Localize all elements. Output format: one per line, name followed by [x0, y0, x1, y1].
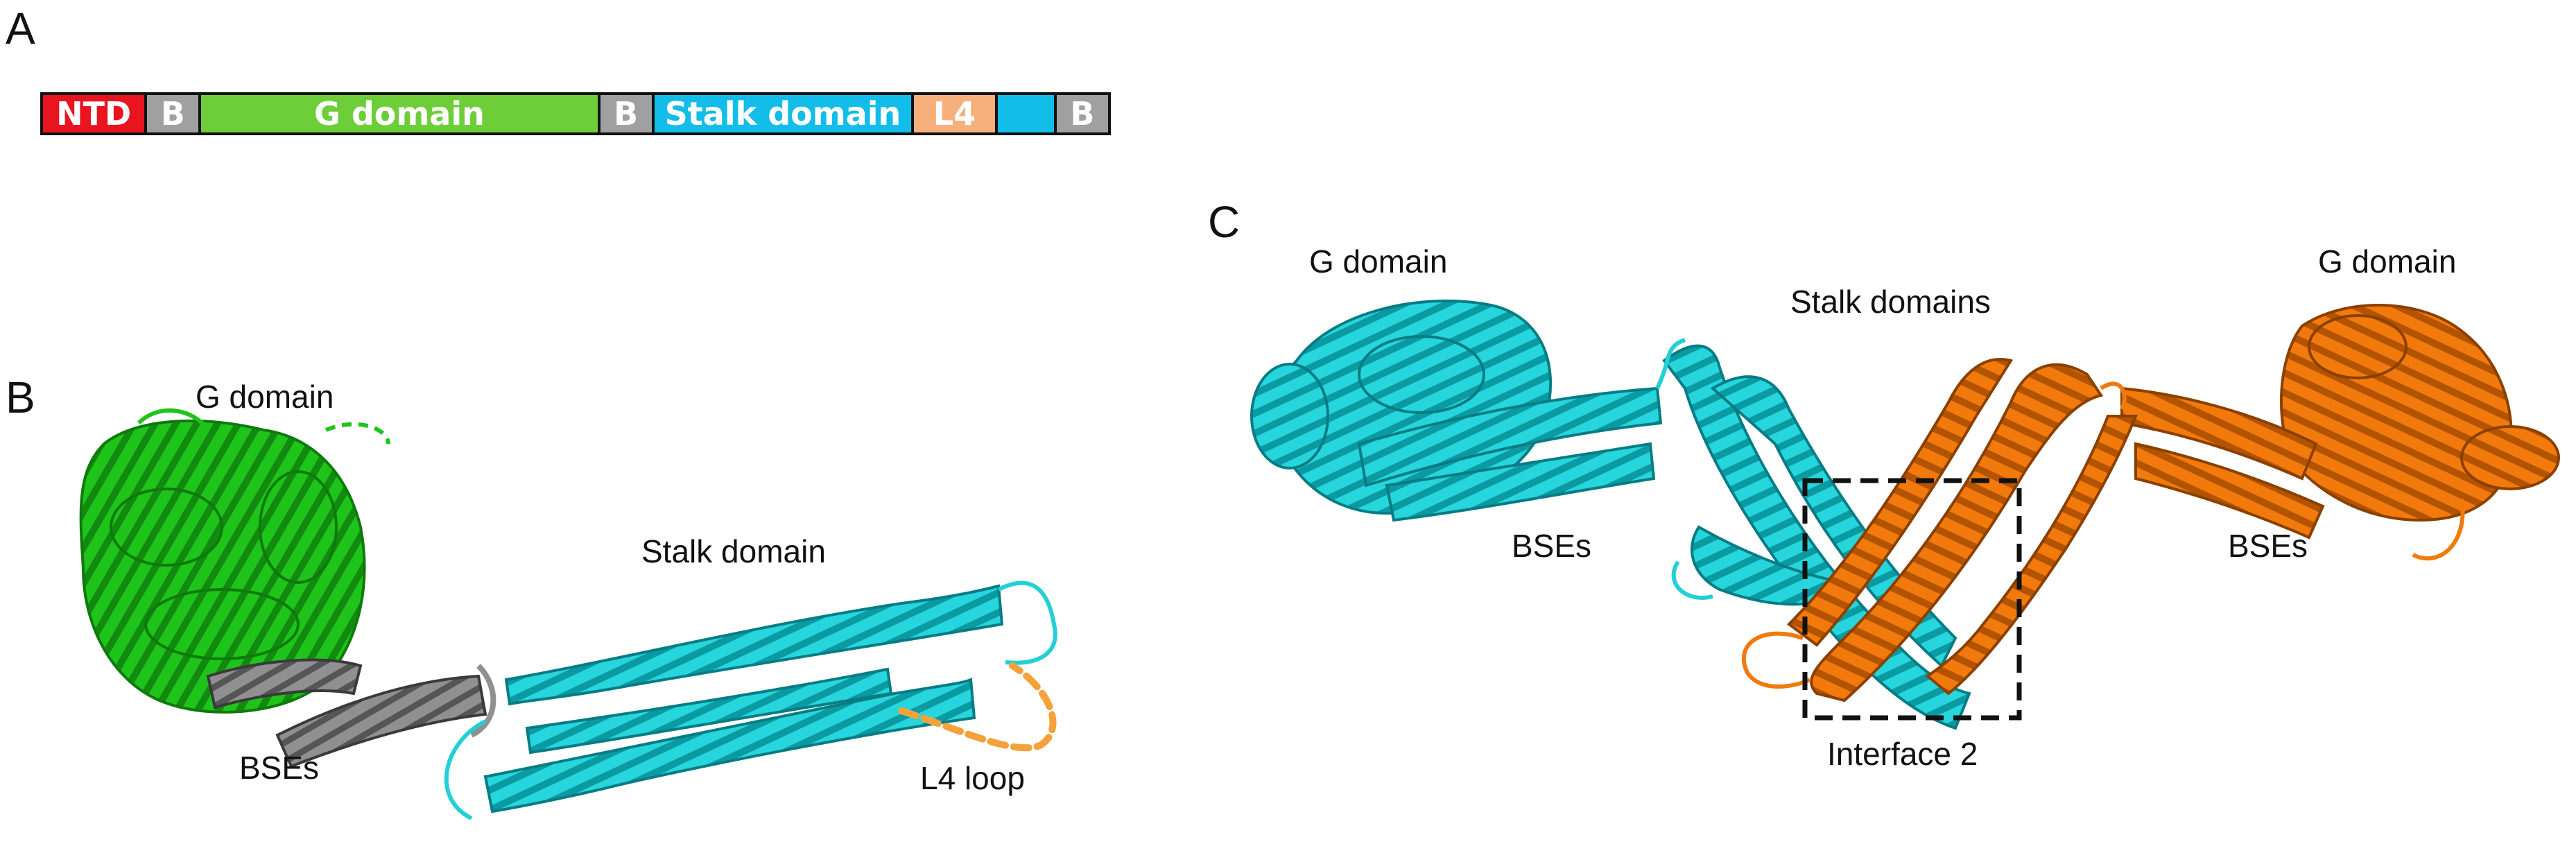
domain-segment-unlabeled-6	[997, 95, 1057, 132]
panel-c-right-g-domain-structure	[2120, 304, 2560, 561]
panel-letter-a: A	[6, 3, 35, 53]
domain-segment-b-1: B	[147, 95, 202, 132]
panel-c-right-bses-label: BSEs	[2228, 528, 2308, 564]
panel-c-left-stalk-structure	[1655, 338, 1971, 730]
panel-b-g-domain-label: G domain	[196, 379, 334, 415]
panel-b-bses-label: BSEs	[239, 750, 320, 786]
domain-segment-ntd-0: NTD	[43, 95, 148, 132]
panel-b-l4-loop-label: L4 loop	[920, 760, 1025, 796]
panel-c-left-g-domain-label: G domain	[1309, 243, 1448, 279]
panel-c-left-g-domain-structure	[1250, 299, 1663, 522]
panel-b-stalk-domain-label: Stalk domain	[641, 533, 826, 569]
panel-c-right-g-domain-label: G domain	[2318, 243, 2457, 279]
domain-segment-b-3: B	[600, 95, 655, 132]
panel-b-stalk-structure	[444, 580, 1057, 820]
domain-segment-l4-5: L4	[914, 95, 998, 132]
panel-c-right-stalk-structure	[1741, 358, 2138, 703]
panel-c-stalk-domains-label: Stalk domains	[1790, 284, 1991, 320]
panel-b-g-domain-structure	[79, 408, 390, 714]
panel-c-interface-2-label: Interface 2	[1827, 736, 1978, 772]
panel-c-left-bses-label: BSEs	[1512, 528, 1592, 564]
domain-segment-g-domain-2: G domain	[201, 95, 600, 132]
interface-2-box	[1802, 478, 2022, 721]
domain-segment-stalk-domain-4: Stalk domain	[654, 95, 915, 132]
panel-letter-c: C	[1208, 197, 1241, 247]
panel-letter-b: B	[6, 372, 35, 422]
panel-b-bse-structure	[206, 658, 496, 768]
domain-segment-b-7: B	[1056, 95, 1108, 132]
panel-b-l4-loop	[898, 662, 1057, 752]
